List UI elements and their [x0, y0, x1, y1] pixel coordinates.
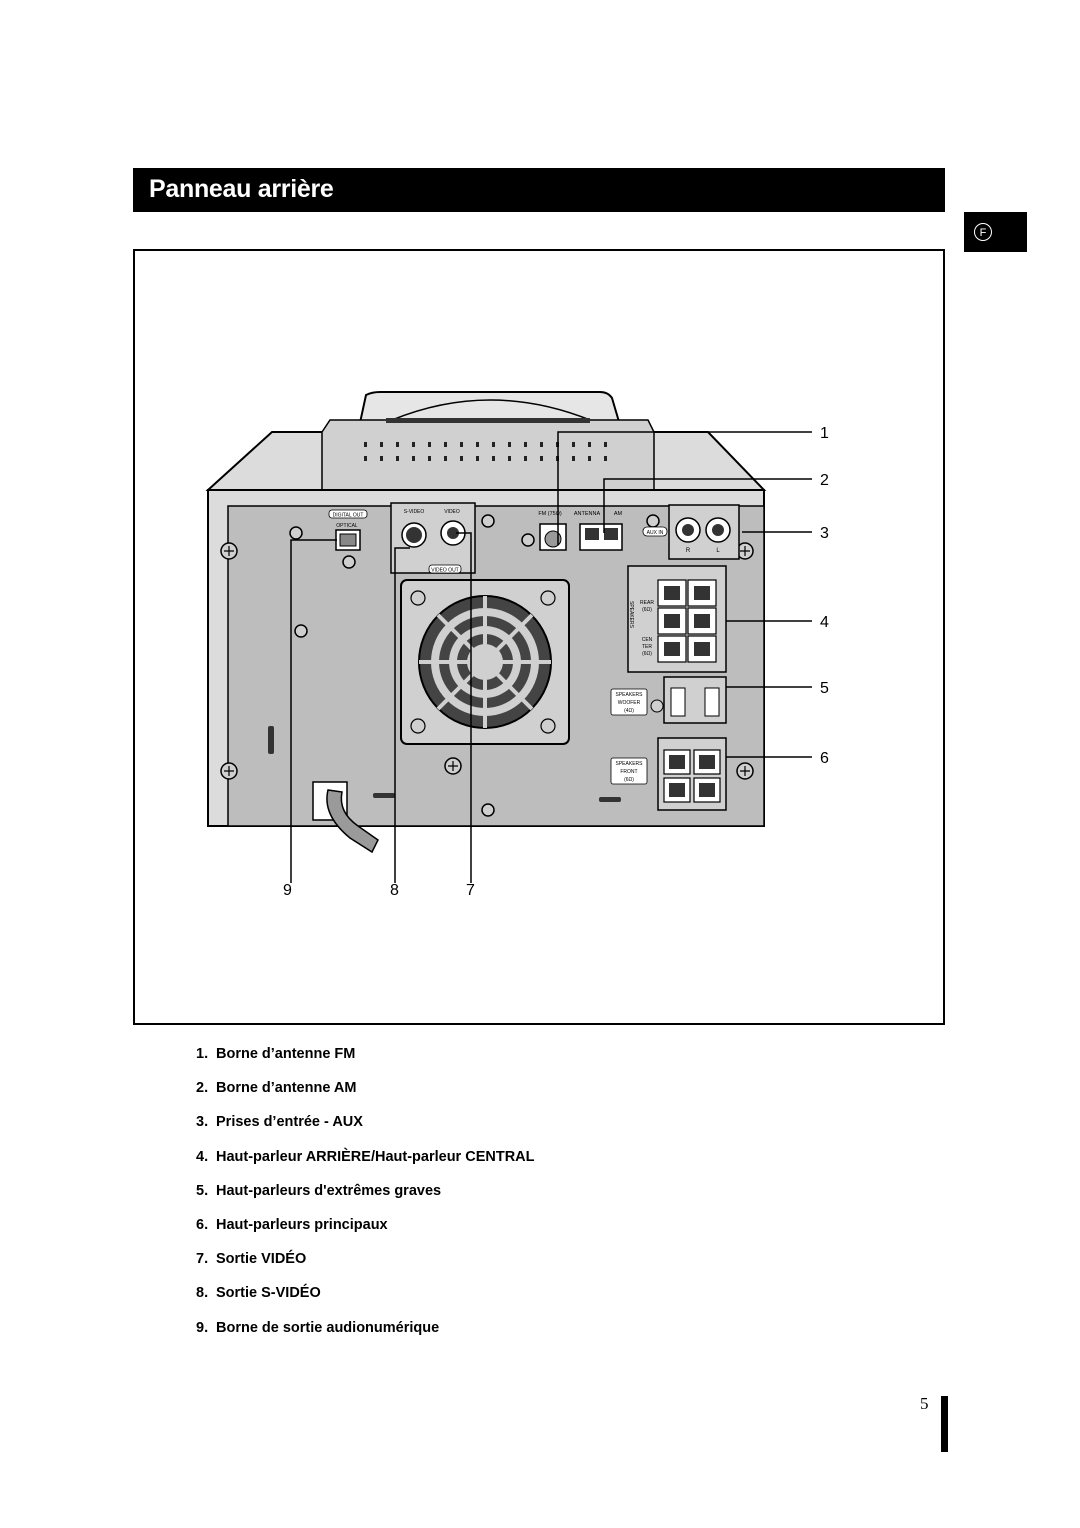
- rear-ohm-label: (6Ω): [642, 607, 652, 613]
- s-video-label: S-VIDEO: [404, 509, 425, 515]
- legend-item: 1.Borne d’antenne FM: [196, 1046, 356, 1062]
- video-out-label: VIDEO OUT: [431, 568, 459, 574]
- page-number: 5: [920, 1394, 929, 1413]
- language-tab: F: [964, 212, 1027, 252]
- legend-item: 2.Borne d’antenne AM: [196, 1080, 357, 1097]
- legend-item: 3.Prises d’entrée - AUX: [196, 1114, 363, 1131]
- legend-item: 4.Haut-parleur ARRIÈRE/Haut-parleur CENT…: [196, 1148, 535, 1165]
- front-ohm-label: (6Ω): [624, 777, 634, 783]
- woofer-label: WOOFER: [618, 700, 641, 706]
- legend-item-text: Sortie S-VIDÉO: [216, 1285, 321, 1302]
- legend-item-text: Sortie VIDÉO: [216, 1251, 307, 1268]
- am-label: AM: [614, 511, 623, 517]
- legend-item-text: Borne d’antenne FM: [216, 1046, 356, 1062]
- legend-item: 9.Borne de sortie audionumérique: [196, 1319, 440, 1336]
- legend-item: 5.Haut-parleurs d'extrêmes graves: [196, 1182, 442, 1199]
- power-cord: [326, 789, 379, 854]
- callout-1: 1: [820, 425, 829, 442]
- optical-label: OPTICAL: [336, 523, 358, 529]
- section-title-bar: Panneau arrière: [133, 168, 945, 212]
- front-speakers-label: SPEAKERS: [616, 761, 644, 767]
- antenna-label: ANTENNA: [574, 511, 601, 517]
- language-tab-label: F: [974, 223, 992, 241]
- aux-in-label: AUX IN: [647, 530, 664, 536]
- legend-item: 8.Sortie S-VIDÉO: [196, 1285, 321, 1302]
- center-label: CEN: [642, 637, 653, 643]
- rear-panel-figure-frame: [133, 249, 945, 1025]
- aux-l-label: L: [716, 548, 720, 554]
- aux-r-label: R: [686, 548, 691, 554]
- legend-item: 6.Haut-parleurs principaux: [196, 1216, 388, 1233]
- speakers-vertical-label: SPEAKERS: [628, 601, 634, 629]
- panel-screws: [220, 514, 754, 817]
- legend-item-text: Borne de sortie audionumérique: [216, 1319, 440, 1336]
- woofer-ohm-label: (4Ω): [624, 708, 634, 714]
- legend-item-text: Prises d’entrée - AUX: [216, 1114, 363, 1131]
- woofer-speakers-label: SPEAKERS: [616, 692, 644, 698]
- callout-8: 8: [390, 882, 399, 899]
- rear-label: REAR: [640, 600, 654, 606]
- callout-9: 9: [283, 882, 292, 899]
- callout-4: 4: [820, 614, 829, 631]
- legend-item-text: Borne d’antenne AM: [216, 1080, 357, 1097]
- fm-label: FM (75Ω): [538, 511, 562, 517]
- callout-7: 7: [466, 882, 475, 899]
- video-label: VIDEO: [444, 509, 460, 515]
- callout-3: 3: [820, 525, 829, 542]
- front-label: FRONT: [620, 769, 637, 775]
- digital-out-label: DIGITAL OUT: [333, 513, 364, 519]
- legend-item-text: Haut-parleurs principaux: [216, 1216, 388, 1233]
- legend-item-text: Haut-parleurs d'extrêmes graves: [216, 1182, 442, 1199]
- page-edge-bar: [941, 1396, 948, 1452]
- callout-5: 5: [820, 680, 829, 697]
- legend-item: 7.Sortie VIDÉO: [196, 1251, 307, 1268]
- center2-label: TER: [642, 644, 652, 650]
- callout-2: 2: [820, 472, 829, 489]
- section-title: Panneau arrière: [149, 175, 334, 203]
- callout-6: 6: [820, 750, 829, 767]
- legend-item-text: Haut-parleur ARRIÈRE/Haut-parleur CENTRA…: [216, 1148, 535, 1165]
- center-ohm-label: (6Ω): [642, 651, 652, 657]
- callout-leader-lines: [290, 431, 812, 883]
- component-legend: 1.Borne d’antenne FM 2.Borne d’antenne A…: [196, 1046, 535, 1354]
